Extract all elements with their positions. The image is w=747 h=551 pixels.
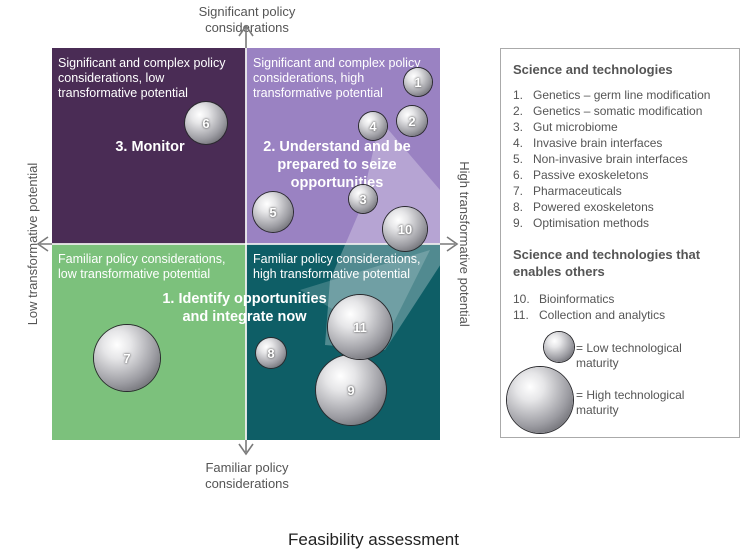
list-item: 2.Genetics – somatic modification <box>513 104 703 118</box>
list-item: 10.Bioinformatics <box>513 292 615 306</box>
quadrant-label-bottom-left: Familiar policy considerations, low tran… <box>58 252 226 281</box>
legend-high-maturity-bubble <box>507 367 573 433</box>
legend-list-technologies: 1.Genetics – germ line modification 2.Ge… <box>513 87 710 231</box>
list-item: 8.Powered exoskeletons <box>513 200 654 214</box>
bubble-9: 9 <box>316 355 386 425</box>
legend-low-maturity-label: = Low technological maturity <box>576 341 682 370</box>
legend-list-enablers: 10.Bioinformatics 11.Collection and anal… <box>513 291 665 323</box>
axis-label-bottom: Familiar policy considerations <box>205 460 289 491</box>
legend-heading-technologies: Science and technologies <box>513 62 673 77</box>
list-item: 5.Non-invasive brain interfaces <box>513 152 688 166</box>
bubble-5: 5 <box>253 192 293 232</box>
legend-high-maturity-label: = High technological maturity <box>576 388 685 417</box>
quadrant-title-monitor: 3. Monitor <box>115 139 185 155</box>
bubble-6: 6 <box>185 102 227 144</box>
quadrant-top-left <box>52 48 246 244</box>
quadrant-title-identify: 1. Identify opportunities and integrate … <box>162 291 327 325</box>
footer-title: Feasibility assessment <box>287 530 459 549</box>
quadrant-label-top-right: Significant and complex policy considera… <box>253 56 421 100</box>
quadrant-label-bottom-right: Familiar policy considerations, high tra… <box>253 252 421 281</box>
quadrant-label-top-left: Significant and complex policy considera… <box>58 56 226 100</box>
legend-low-maturity-bubble <box>544 332 574 362</box>
list-item: 6.Passive exoskeletons <box>513 168 649 182</box>
bubble-11: 11 <box>328 295 392 359</box>
list-item: 11.Collection and analytics <box>513 308 666 322</box>
bubble-2: 2 <box>397 106 427 136</box>
list-item: 1.Genetics – germ line modification <box>513 88 711 102</box>
bubble-1: 1 <box>404 68 432 96</box>
list-item: 3.Gut microbiome <box>513 120 618 134</box>
bubble-8: 8 <box>256 338 286 368</box>
bubble-7: 7 <box>94 325 160 391</box>
quadrant-title-understand: 2. Understand and be prepared to seize o… <box>263 139 411 191</box>
list-item: 4.Invasive brain interfaces <box>513 136 663 150</box>
list-item: 9.Optimisation methods <box>513 216 650 230</box>
legend-box: Science and technologies 1.Genetics – ge… <box>500 48 740 438</box>
bubble-4: 4 <box>359 112 387 140</box>
bubble-10: 10 <box>383 207 427 251</box>
bubble-3: 3 <box>349 185 377 213</box>
list-item: 7.Pharmaceuticals <box>513 184 622 198</box>
legend-heading-enablers: Science and technologies that enables ot… <box>513 247 701 279</box>
